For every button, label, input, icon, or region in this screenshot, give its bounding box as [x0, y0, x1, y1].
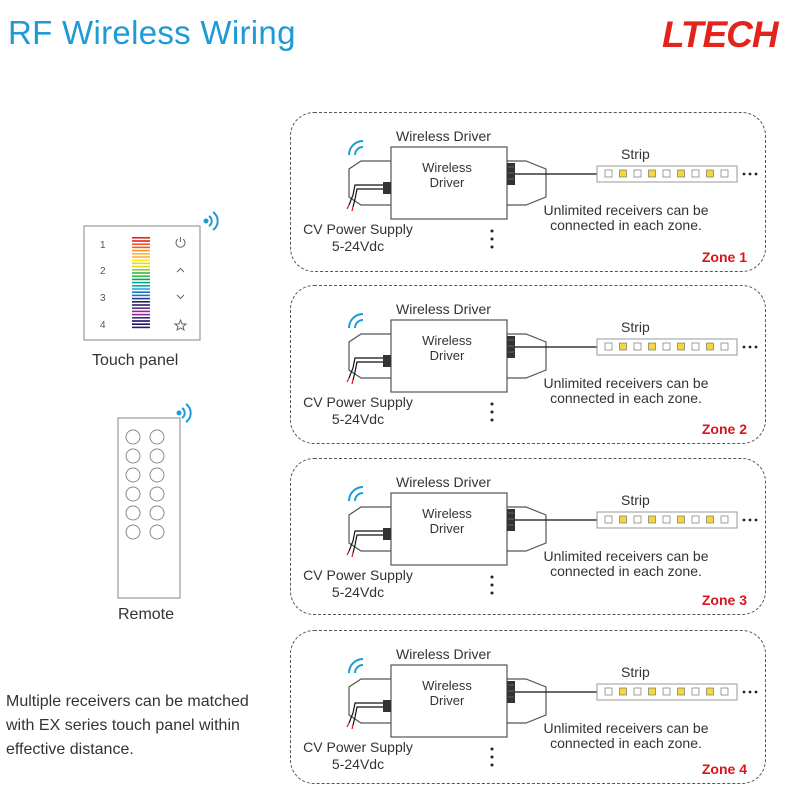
zone-label: Zone 2 — [701, 421, 747, 437]
power-supply-line2: 5-24Vdc — [331, 411, 385, 427]
matching-note: Multiple receivers can be matched with E… — [6, 693, 249, 758]
wifi-icon — [348, 658, 364, 674]
driver-body-line2: Driver — [429, 175, 465, 190]
power-supply-line1: CV Power Supply — [303, 221, 413, 237]
touch-key-1: 1 — [100, 240, 106, 251]
remote-label: Remote — [118, 606, 175, 623]
unlimited-note-line1: Unlimited receivers can be — [543, 202, 709, 218]
strip-label: Strip — [621, 146, 650, 162]
wireless-driver-diagram — [346, 313, 758, 422]
wifi-icon — [203, 211, 219, 231]
driver-title: Wireless Driver — [396, 474, 491, 490]
driver-body-line1: Wireless — [422, 333, 472, 348]
unlimited-note-line2: connected in each zone. — [550, 390, 702, 406]
driver-body-line2: Driver — [429, 521, 465, 536]
color-wheel-bars — [132, 237, 150, 329]
power-supply-line1: CV Power Supply — [303, 739, 413, 755]
power-supply-line2: 5-24Vdc — [331, 238, 385, 254]
wireless-driver-diagram — [346, 486, 758, 595]
driver-title: Wireless Driver — [396, 301, 491, 317]
driver-body-line2: Driver — [429, 348, 465, 363]
unlimited-note-line1: Unlimited receivers can be — [543, 548, 709, 564]
strip-label: Strip — [621, 664, 650, 680]
zone-panel-2: Wireless Driver — [290, 285, 766, 444]
touch-panel-device: 1 2 3 4 — [83, 211, 219, 341]
wifi-icon — [348, 486, 364, 502]
driver-body-line2: Driver — [429, 693, 465, 708]
driver-body-line1: Wireless — [422, 160, 472, 175]
strip-label: Strip — [621, 492, 650, 508]
zone-label: Zone 1 — [701, 249, 747, 265]
driver-body-line1: Wireless — [422, 678, 472, 693]
wifi-icon — [348, 140, 364, 156]
touch-key-2: 2 — [100, 266, 106, 277]
driver-body-line1: Wireless — [422, 506, 472, 521]
unlimited-note-line2: connected in each zone. — [550, 735, 702, 751]
touch-panel-label: Touch panel — [92, 352, 179, 369]
zone-panel-1: Wireless Driver — [290, 112, 766, 272]
wifi-icon — [176, 403, 192, 423]
up-arrow-icon — [176, 267, 185, 273]
wifi-icon — [348, 313, 364, 329]
power-supply-line2: 5-24Vdc — [331, 756, 385, 772]
wireless-driver-diagram — [346, 140, 758, 249]
touch-key-4: 4 — [100, 320, 106, 331]
power-supply-line2: 5-24Vdc — [331, 584, 385, 600]
down-arrow-icon — [176, 294, 185, 300]
zone-panel-4: Wireless Driver — [290, 630, 766, 784]
touch-key-3: 3 — [100, 293, 106, 304]
zone-label: Zone 3 — [701, 592, 747, 608]
unlimited-note-line2: connected in each zone. — [550, 563, 702, 579]
unlimited-note-line1: Unlimited receivers can be — [543, 720, 709, 736]
zone-label: Zone 4 — [701, 761, 747, 777]
remote-device — [117, 403, 192, 599]
power-supply-line1: CV Power Supply — [303, 567, 413, 583]
page-title: RF Wireless Wiring — [8, 14, 296, 51]
driver-title: Wireless Driver — [396, 128, 491, 144]
wireless-driver-diagram — [346, 658, 758, 767]
ltech-logo: LTECH — [662, 14, 779, 55]
unlimited-note-line1: Unlimited receivers can be — [543, 375, 709, 391]
strip-label: Strip — [621, 319, 650, 335]
power-icon — [175, 237, 186, 248]
unlimited-note-line2: connected in each zone. — [550, 217, 702, 233]
star-icon — [173, 318, 188, 332]
zone-panel-3: Wireless Driver — [290, 458, 766, 615]
power-supply-line1: CV Power Supply — [303, 394, 413, 410]
driver-title: Wireless Driver — [396, 646, 491, 662]
